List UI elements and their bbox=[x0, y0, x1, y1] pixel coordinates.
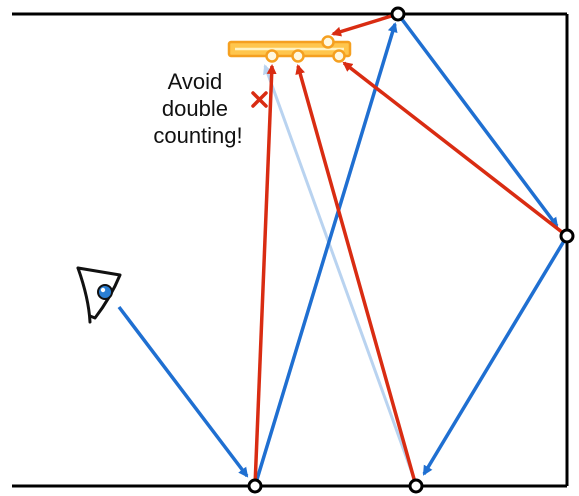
annotation-line-1: Avoid bbox=[168, 69, 223, 94]
bounce-point-floor-1 bbox=[247, 478, 263, 494]
light-source-icon bbox=[227, 35, 352, 63]
cross-mark-icon bbox=[251, 91, 268, 108]
blue-ray-wall-to-floor bbox=[422, 235, 569, 476]
annotation-text: Avoid double counting! bbox=[153, 69, 242, 148]
annotation-line-2: double bbox=[162, 96, 228, 121]
room-walls bbox=[12, 12, 569, 488]
light-blue-ray bbox=[263, 64, 418, 485]
red-ray-floor-to-light bbox=[253, 64, 277, 487]
bounce-points bbox=[247, 6, 575, 494]
bounce-point-floor-2 bbox=[408, 478, 424, 494]
light-sample-rays bbox=[253, 12, 569, 487]
red-ray-floor2-to-light bbox=[295, 64, 418, 487]
annotation-line-3: counting! bbox=[153, 123, 242, 148]
eye-icon bbox=[76, 266, 122, 324]
red-ray-wall-to-light bbox=[342, 61, 569, 238]
red-ray-ceiling-to-light bbox=[331, 12, 399, 37]
bounce-point-ceiling bbox=[390, 6, 406, 22]
blue-ray-eye-to-floor bbox=[117, 305, 249, 478]
blue-ray-floor-to-ceiling bbox=[253, 22, 398, 487]
blue-ray-ceiling-to-wall bbox=[396, 12, 559, 228]
bounce-point-wall bbox=[559, 228, 575, 244]
camera-path bbox=[117, 12, 569, 487]
